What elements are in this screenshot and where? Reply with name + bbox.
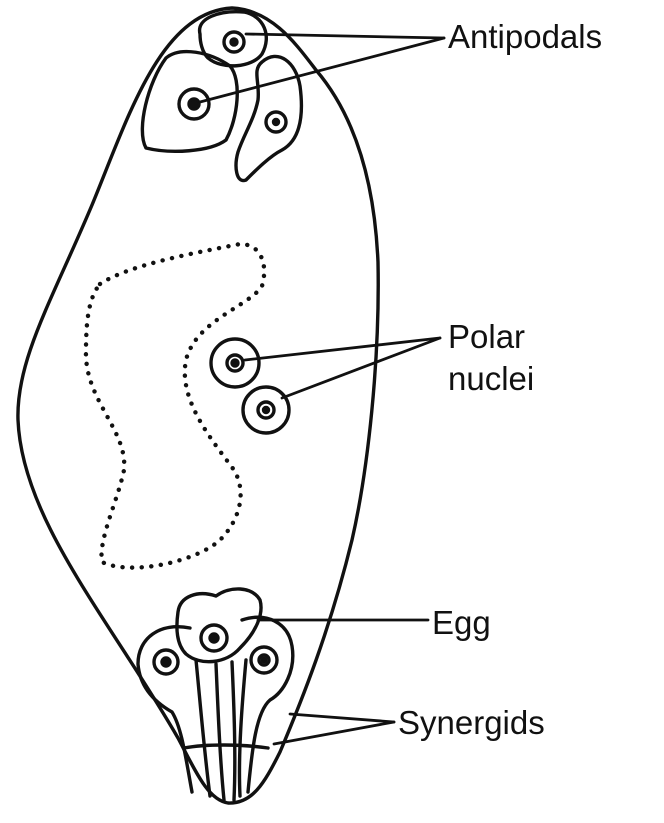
antipodal-cell-right: [236, 56, 301, 180]
antipodal-nucleolus: [274, 120, 279, 125]
leader-synergid-1: [290, 714, 394, 722]
vacuole-dotted-boundary: [86, 244, 264, 568]
antipodal-nucleolus: [231, 39, 237, 45]
filiform-line: [232, 662, 235, 800]
leader-antipodal-1: [246, 34, 444, 38]
antipodal-nucleolus: [192, 102, 196, 106]
egg-label: Egg: [432, 604, 491, 642]
polar-nucleolus: [264, 408, 269, 413]
polar-nuclei-label-line2: nuclei: [448, 358, 534, 400]
synergids-label: Synergids: [398, 704, 545, 742]
polar-nuclei-label: Polar nuclei: [448, 316, 534, 400]
polar-nucleolus: [232, 360, 238, 366]
synergid-right: [242, 617, 293, 792]
synergid-nucleolus: [162, 658, 170, 666]
egg-nucleolus: [212, 636, 216, 640]
leader-lines: [200, 34, 444, 744]
synergid-nucleolus: [262, 658, 266, 662]
filiform-crossline: [184, 745, 268, 748]
filiform-line: [239, 660, 246, 796]
polar-nuclei: [211, 339, 289, 433]
filiform-line: [216, 664, 224, 800]
antipodals-label: Antipodals: [448, 18, 602, 56]
leader-antipodal-2: [200, 38, 444, 102]
polar-nuclei-label-line1: Polar: [448, 316, 534, 358]
